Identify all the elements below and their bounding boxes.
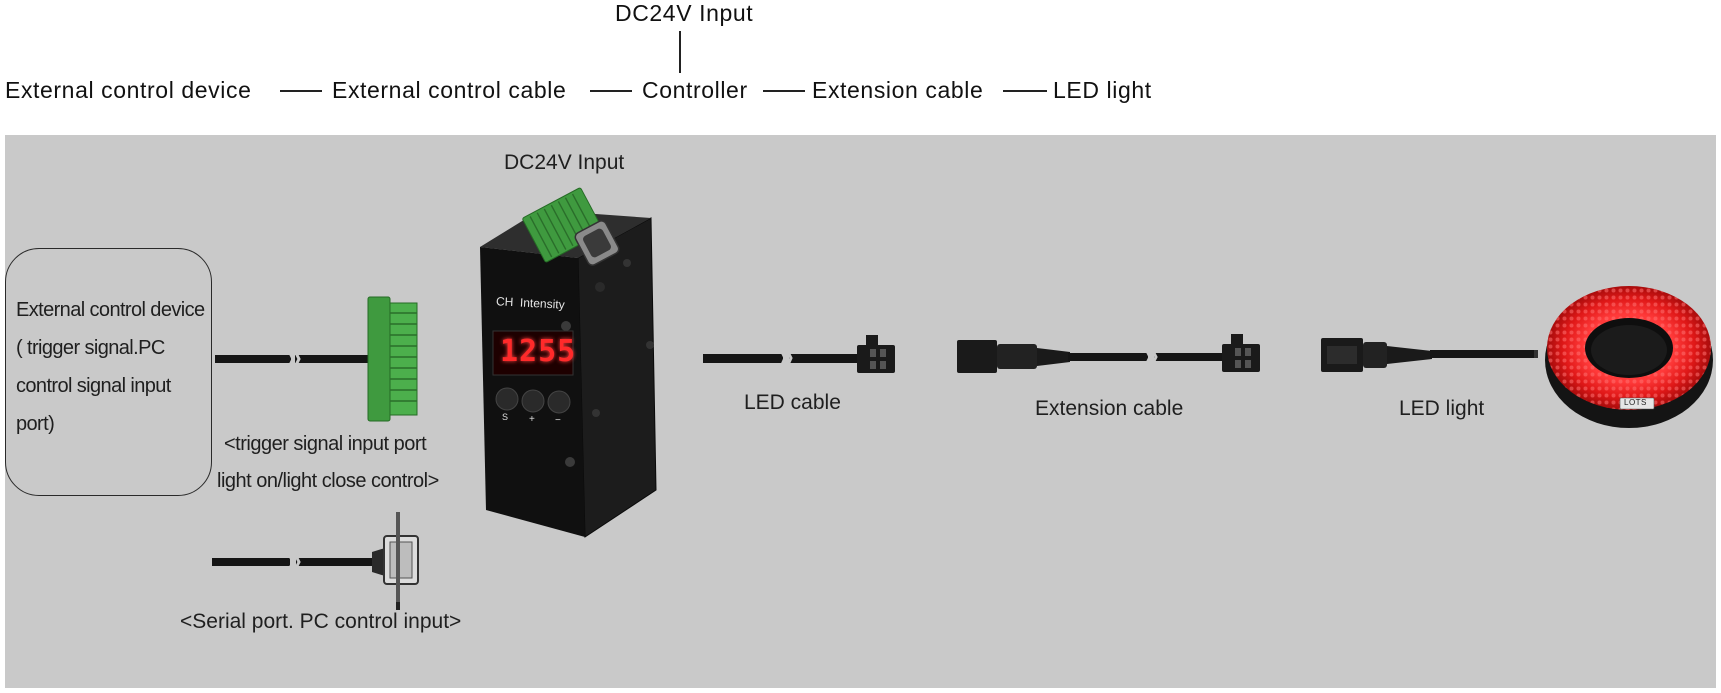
ring-badge-text: LOTS	[1624, 398, 1647, 407]
chain-node-led-light: LED light	[1053, 77, 1152, 103]
trigger-port-label-line2: light on/light close control>	[217, 470, 439, 492]
controller-display-value: 1255	[500, 334, 577, 369]
extension-cable-label: Extension cable	[1035, 397, 1184, 420]
chain-link	[590, 90, 632, 92]
controller-button-minus	[547, 390, 571, 414]
ring-badge-plate	[1619, 397, 1655, 410]
led-cable-plug	[857, 335, 895, 373]
controller-button-minus-label: −	[555, 415, 561, 426]
led-cable-label: LED cable	[744, 391, 841, 414]
controller-button-s	[495, 387, 519, 411]
serial-cable-wire	[212, 548, 385, 576]
device-box-line: External control device	[16, 299, 205, 321]
controller-db9-socket	[574, 220, 620, 266]
controller-button-s-label: S	[502, 412, 509, 422]
led-light-label: LED light	[1399, 397, 1485, 420]
connection-diagram-panel	[5, 135, 1716, 688]
external-control-device-box: External control device ( trigger signal…	[5, 248, 212, 496]
chain-node-controller: Controller	[642, 77, 748, 103]
db9-connector	[383, 512, 419, 610]
green-terminal-block	[367, 296, 418, 422]
device-box-line: ( trigger signal.PC	[16, 337, 165, 359]
device-box-line: port)	[16, 413, 55, 435]
trigger-port-label-line1: <trigger signal input port	[224, 433, 427, 455]
device-box-line: control signal input	[16, 375, 171, 397]
extension-cable-plug	[1222, 334, 1260, 372]
controller-power-label: DC24V Input	[504, 151, 625, 174]
extension-cable-socket	[957, 340, 1070, 373]
led-light-plug	[1321, 338, 1432, 372]
chain-link	[1003, 90, 1047, 92]
chain-link	[280, 90, 322, 92]
chain-node-external-control-cable: External control cable	[332, 77, 567, 103]
chain-node-extension-cable: Extension cable	[812, 77, 984, 103]
chain-link	[763, 90, 805, 92]
serial-port-label: <Serial port. PC control input>	[180, 610, 462, 633]
ring-light	[1545, 286, 1713, 428]
controller-terminal-block	[522, 187, 604, 263]
controller-button-plus	[521, 389, 545, 413]
chain-node-external-control-device: External control device	[5, 77, 252, 103]
controller-led-display-bg	[492, 330, 574, 376]
controller-button-plus-label: +	[529, 414, 535, 425]
power-connector-line	[679, 31, 681, 73]
trigger-cable-wire	[215, 350, 370, 368]
power-input-label: DC24V Input	[615, 0, 754, 26]
